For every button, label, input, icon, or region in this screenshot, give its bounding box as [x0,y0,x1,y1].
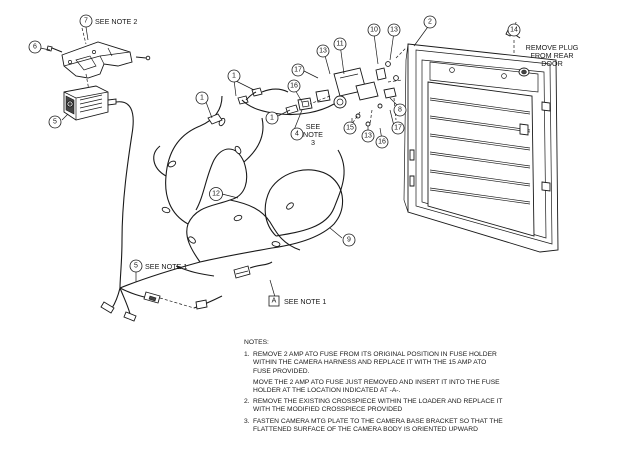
callout-11: 11 [333,37,347,51]
svg-text:5: 5 [134,263,138,270]
svg-text:2: 2 [428,19,432,26]
note-2-text: REMOVE THE EXISTING CROSSPIECE WITHIN TH… [253,398,503,414]
note-3: 3. FASTEN CAMERA MTG PLATE TO THE CAMERA… [244,418,504,434]
svg-text:12: 12 [212,191,220,198]
callout-8: 8 [393,103,407,117]
callout-A: A [268,295,280,307]
callout-13-c: 13 [361,129,375,143]
callout-1-a: 1 [195,91,209,105]
svg-text:6: 6 [33,44,37,51]
callout-10: 10 [367,23,381,37]
svg-text:15: 15 [346,125,354,132]
svg-text:16: 16 [290,83,298,90]
callout-16-b: 16 [375,135,389,149]
fuse-holder-assembly [100,265,223,322]
notes-heading: NOTES: [244,339,269,346]
monitor-bracket-assembly [241,47,407,127]
svg-text:11: 11 [336,41,343,48]
note-1: 1. REMOVE 2 AMP ATO FUSE FROM ITS ORIGIN… [244,351,504,376]
svg-text:1: 1 [200,95,204,102]
callout-1-c: 1 [265,111,279,125]
callout-13-a: 13 [316,44,330,58]
svg-text:13: 13 [364,133,372,140]
svg-text:5: 5 [53,119,57,126]
label-remove-plug-line-1: REMOVE PLUG [526,43,579,52]
callout-17-b: 17 [391,121,405,135]
svg-text:17: 17 [294,67,302,74]
note-1-number: 1. [244,351,250,359]
note-1-text: REMOVE 2 AMP ATO FUSE FROM ITS ORIGINAL … [253,351,497,375]
svg-text:10: 10 [370,27,378,34]
installation-notes: NOTES: 1. REMOVE 2 AMP ATO FUSE FROM ITS… [244,339,504,437]
svg-text:13: 13 [390,27,398,34]
callout-2: 2 [423,15,437,29]
svg-text:13: 13 [319,48,327,55]
callout-13-b: 13 [387,23,401,37]
cab-rear-door-panel [403,43,559,253]
label-see-note-2: SEE NOTE 2 [95,17,137,26]
camera-wiring-harness [115,95,345,289]
callout-12: 12 [209,187,223,201]
svg-text:4: 4 [295,131,299,138]
camera-mount-bracket [46,27,151,97]
callout-7: 7 [79,14,93,28]
callout-5: 5 [48,115,62,129]
label-remove-plug-line-3: DOOR [541,59,563,68]
label-see: SEE [306,122,321,131]
svg-text:1: 1 [232,73,236,80]
label-note-number: 3 [311,138,315,147]
callout-17-a: 17 [291,63,305,77]
svg-text:17: 17 [394,125,402,132]
svg-text:7: 7 [84,18,88,25]
svg-text:1: 1 [270,115,274,122]
svg-text:8: 8 [398,107,402,114]
note-2: 2. REMOVE THE EXISTING CROSSPIECE WITHIN… [244,398,504,414]
svg-text:9: 9 [347,237,351,244]
callout-14: 14 [507,23,521,37]
note-1-paragraph-2: MOVE THE 2 AMP ATO FUSE JUST REMOVED AND… [253,378,500,395]
callout-6: 6 [28,40,42,54]
callout-15: 15 [343,121,357,135]
label-see-note-1-left: SEE NOTE 1 [145,262,187,271]
note-2-number: 2. [244,398,250,406]
note-3-number: 3. [244,417,250,425]
callout-5-b: 5 [129,259,143,273]
callout-1-b: 1 [227,69,241,83]
callout-9: 9 [342,233,356,247]
harness-clamps [207,87,299,125]
rear-camera [63,85,117,121]
callout-4: 4 [290,127,304,141]
label-see-note-1-bottom: SEE NOTE 1 [284,297,326,306]
svg-text:A: A [272,298,277,305]
callout-16-a: 16 [287,79,301,93]
note-3-text: FASTEN CAMERA MTG PLATE TO THE CAMERA BA… [253,417,503,433]
label-remove-plug-line-2: FROM REAR [530,51,573,60]
svg-text:14: 14 [510,27,518,34]
label-note: NOTE [303,130,323,139]
svg-text:16: 16 [378,139,386,146]
